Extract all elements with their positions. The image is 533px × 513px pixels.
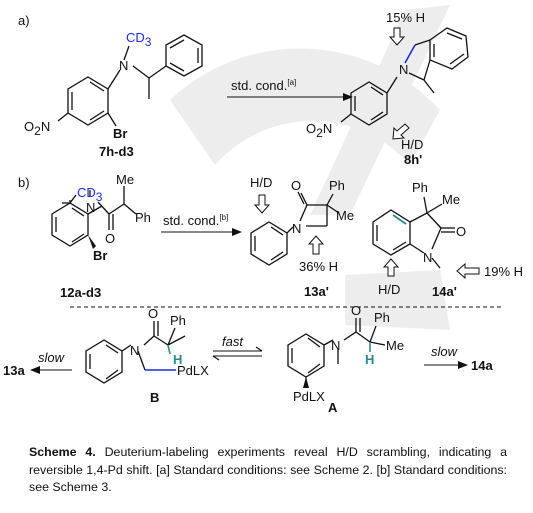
arrowhead-slow-right: [458, 361, 468, 369]
me-label-13: Me: [336, 208, 354, 223]
equilibrium-arrows: [212, 346, 263, 361]
ph-label-14: Ph: [412, 180, 428, 195]
no2-label-product-a: O2N: [306, 121, 332, 140]
intermediate-a: [287, 318, 386, 388]
n-label-a: N: [119, 58, 128, 73]
caption-text: Deuterium-labeling experiments reveal H/…: [29, 445, 507, 494]
intermediate-b-label: B: [150, 390, 159, 405]
me-label-14: Me: [442, 192, 460, 207]
arrowhead-a: [343, 93, 353, 101]
ph-label-b: Ph: [135, 210, 151, 225]
o-label-b-int: O: [148, 306, 158, 321]
product-8h-prime: [340, 27, 469, 126]
hd-label-14: H/D: [378, 282, 400, 297]
scheme-4-graphic: a) CD3 N Br O2N 7h-d3 std. cond.[a]: [3, 5, 523, 415]
o-label-13: O: [291, 178, 301, 193]
substrate-7h-d3: [57, 34, 203, 127]
hollow-arrow-left-icon-14: [456, 262, 480, 280]
hollow-arrow-down-icon: [388, 27, 406, 46]
watermark-logo: [170, 5, 450, 330]
o-label-a-int: O: [351, 303, 361, 318]
n-label-product-a: N: [399, 62, 408, 77]
hollow-arrow-up-icon-13: [307, 235, 325, 255]
cd3-label-b: CD3: [77, 185, 103, 204]
hd-label-13: H/D: [250, 175, 272, 190]
n-label-14: N: [423, 250, 432, 265]
arrowhead-slow-left: [30, 366, 40, 374]
hollow-arrow-up-icon-14: [382, 258, 400, 277]
substrate-12a-d3: [51, 186, 137, 249]
product-label-14a-prime: 14a': [432, 284, 457, 299]
product-13a-prime: [250, 191, 340, 266]
n-label-13: N: [292, 221, 301, 236]
pdlx-label-a-int: PdLX: [293, 389, 325, 404]
me-label-b: Me: [116, 172, 134, 187]
caption-title: Scheme 4.: [29, 445, 96, 459]
ph-label-13: Ph: [329, 178, 345, 193]
intermediate-a-label: A: [328, 400, 338, 415]
product-label-8h-prime: 8h': [404, 152, 422, 167]
product-label-13a-prime: 13a': [304, 284, 329, 299]
ph-label-a-int: Ph: [374, 310, 390, 325]
br-label-b: Br: [93, 248, 107, 263]
product-14a-label: 14a: [471, 358, 493, 373]
o-label-14: O: [456, 224, 466, 239]
h-15-percent-label: 15% H: [386, 10, 425, 25]
pdlx-label-b-int: PdLX: [177, 363, 209, 378]
scheme-caption: Scheme 4. Deuterium-labeling experiments…: [29, 444, 507, 497]
no2-label-a: O2N: [24, 119, 50, 138]
h-19-percent-label: 19% H: [484, 264, 523, 279]
part-b-label: b): [18, 175, 30, 190]
product-13a-label: 13a: [3, 363, 25, 378]
h-label-a-int: H: [365, 352, 374, 367]
ph-label-b-int: Ph: [170, 313, 186, 328]
n-label-b: N: [86, 200, 95, 215]
product-14a-prime: [372, 196, 455, 269]
n-label-b-int: N: [130, 343, 139, 358]
substrate-label-12a-d3: 12a-d3: [60, 285, 101, 300]
o-label-b: O: [105, 231, 115, 246]
intermediate-b: [85, 321, 186, 384]
h-label-b-int: H: [173, 352, 182, 367]
slow-label-right: slow: [431, 344, 459, 359]
hollow-arrow-diagonal-icon: [392, 123, 410, 140]
part-a-label: a): [18, 13, 30, 28]
hd-label-a: H/D: [401, 137, 423, 152]
h-36-percent-label: 36% H: [299, 259, 338, 274]
slow-label-left: slow: [38, 350, 66, 365]
me-label-a-int: Me: [386, 338, 404, 353]
substrate-label-7h-d3: 7h-d3: [99, 144, 134, 159]
br-label-a: Br: [113, 126, 127, 141]
arrowhead-b: [232, 228, 242, 236]
condition-b: std. cond.[b]: [163, 213, 228, 228]
fast-label: fast: [222, 334, 244, 349]
hollow-arrow-down-icon-13: [253, 194, 271, 214]
cd3-label-a: CD3: [126, 30, 152, 49]
condition-a: std. cond.[a]: [231, 78, 296, 93]
n-label-a-int: N: [331, 338, 340, 353]
